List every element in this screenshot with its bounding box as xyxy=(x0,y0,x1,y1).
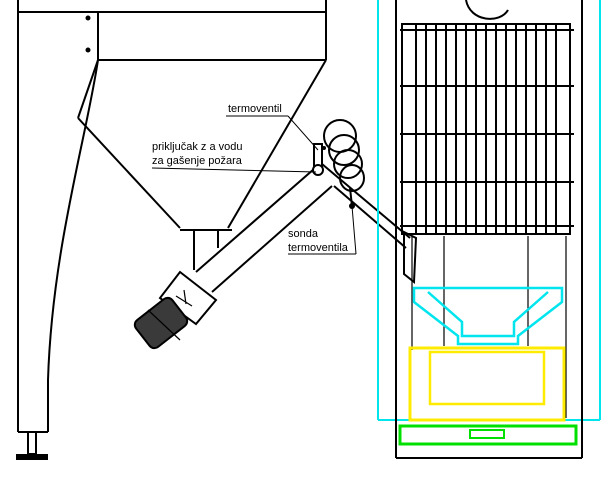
heat-exchanger xyxy=(400,23,574,235)
auger-coupling xyxy=(158,270,218,326)
hopper-frame xyxy=(17,0,327,432)
label-thermostatic-valve: termoventil xyxy=(228,103,282,115)
label-water-connection-line2: za gašenje požara xyxy=(152,155,243,167)
label-probe-line2: termoventila xyxy=(288,242,349,254)
label-water-connection-line1: priključak z a vodu xyxy=(152,141,243,153)
rivet xyxy=(85,47,91,53)
hopper-outlet-flange xyxy=(180,229,232,270)
rivet xyxy=(85,15,91,21)
hopper xyxy=(16,0,327,460)
hopper-foot xyxy=(16,431,48,460)
probe-coil xyxy=(323,119,365,209)
leader-lines xyxy=(151,115,357,255)
ash-box xyxy=(408,346,566,422)
boiler xyxy=(377,0,601,459)
exchanger-tubes xyxy=(415,24,557,234)
thermostatic-valve xyxy=(312,143,326,176)
auger-feeder xyxy=(133,161,418,350)
ash-tray xyxy=(398,424,578,446)
burner-funnel xyxy=(412,286,564,346)
label-probe-line1: sonda xyxy=(288,228,319,240)
